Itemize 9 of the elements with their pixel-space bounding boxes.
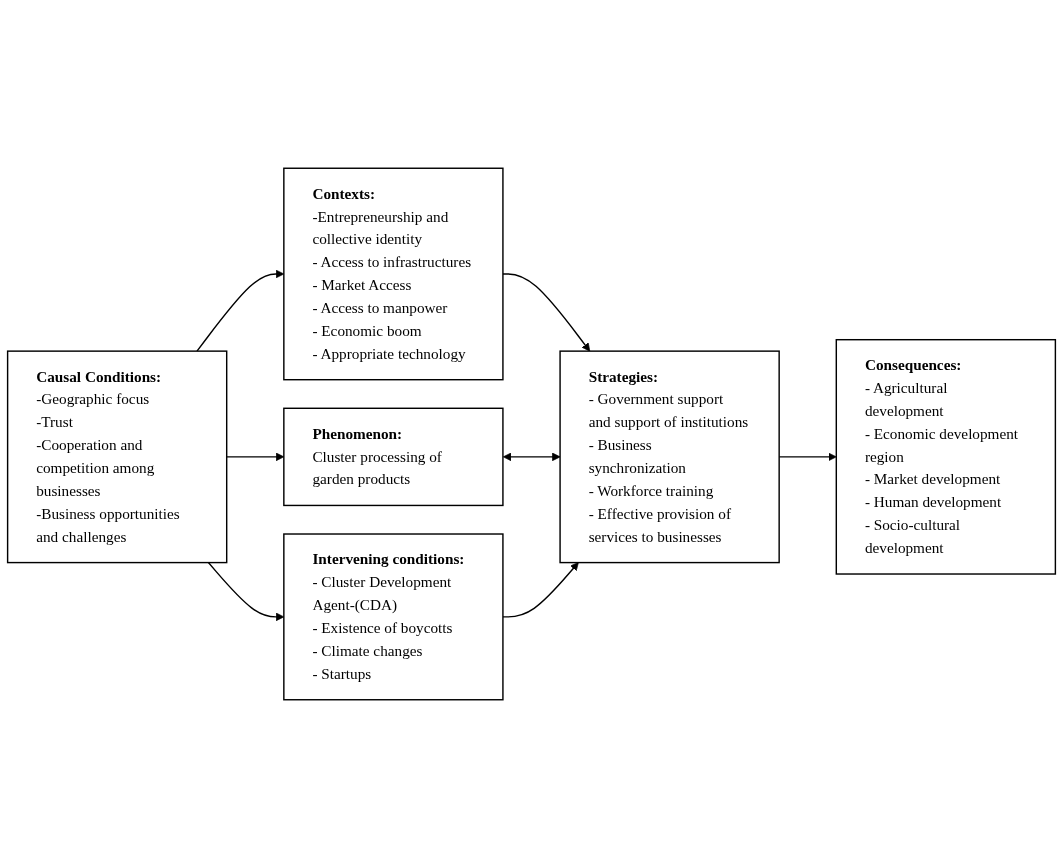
node-box: Intervening conditions: - Cluster Development Agent-(CDA) - Existence of boycotts - Climate changes - Startups	[283, 533, 504, 701]
arrow	[502, 452, 561, 462]
arrow	[502, 562, 579, 618]
node-box: Consequences: - Agricultural development - Economic development region - Market development - Human development - Socio-cultural development	[835, 339, 1057, 575]
node-box: Causal Conditions: -Geographic focus -Trust -Cooperation and competition among businesses -Business opportunities and challenges	[6, 350, 228, 564]
arrow	[502, 273, 591, 352]
node-box: Contexts: -Entrepreneurship and collective identity - Access to infrastructures - Market Access - Access to manpower - Economic boom - Appropriate technology	[283, 167, 504, 381]
node-box: Strategies: - Government support and support of institutions - Business synchronization - Workforce training - Effective provision of services to businesses	[559, 350, 780, 564]
node-box: Phenomenon: Cluster processing of garden products	[283, 407, 504, 507]
